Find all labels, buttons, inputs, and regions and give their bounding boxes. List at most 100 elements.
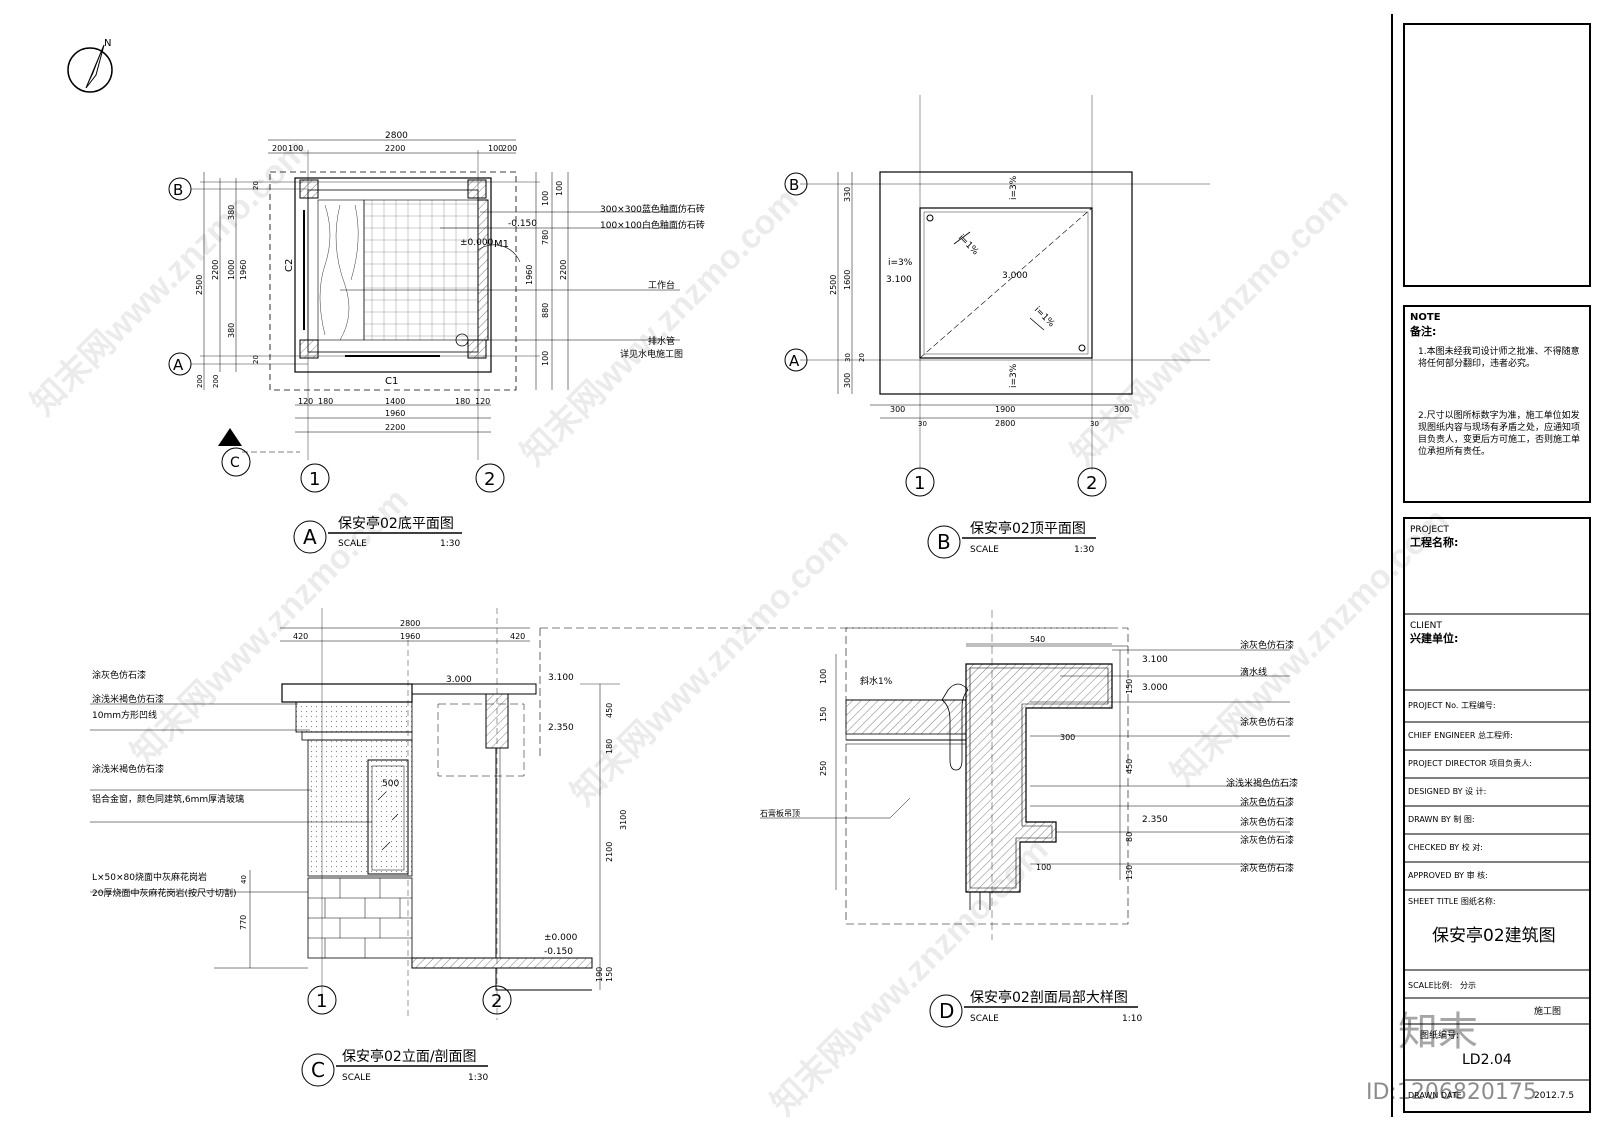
slope-label: i=1% [1032, 305, 1057, 330]
slope-label: i=1% [956, 233, 981, 258]
dim-label: 190 [595, 967, 604, 982]
dim-label: 200 [502, 144, 517, 153]
grid-label-1: 1 [309, 469, 320, 490]
dim-label: 420 [293, 632, 308, 641]
drawing-no-label: 图纸编号: [1420, 1031, 1460, 1041]
scale-label: SCALE [342, 1073, 371, 1083]
callout-label: 涂灰色仿石漆 [1240, 716, 1294, 728]
dim-label: 2500 [829, 275, 838, 295]
grid-label-b: B [789, 176, 799, 194]
grid-bubbles-c [307, 985, 512, 1015]
watermark-logo: 知末 [1398, 1009, 1478, 1055]
callout-label: 300×300蓝色釉面仿石砖 [600, 203, 705, 215]
project-label-cn: 工程名称: [1410, 536, 1459, 549]
note-heading-en: NOTE [1410, 312, 1441, 323]
callout-label: 100×100白色釉面仿石砖 [600, 219, 705, 231]
dim-label: 20 [252, 181, 260, 190]
dim-label: 450 [1125, 759, 1134, 774]
callout-label: 工作台 [648, 279, 675, 291]
view-title-a: A 保安亭02底平面图 SCALE 1:30 [293, 515, 462, 554]
dim-label: 120 [475, 397, 490, 406]
grid-bubbles-a [168, 177, 505, 493]
dim-label: 2200 [385, 423, 405, 432]
dim-label: 120 [298, 397, 313, 406]
row-project-no: PROJECT No. 工程编号: [1408, 701, 1496, 710]
dim-label: 770 [239, 915, 248, 930]
dim-label: 2500 [195, 275, 204, 295]
dim-label: 780 [541, 230, 550, 245]
row-checked-by: CHECKED BY 校 对: [1408, 843, 1483, 852]
door-tag: M1 [494, 239, 509, 250]
dim-label: 100 [819, 669, 828, 684]
phase-value: 施工图 [1534, 1007, 1562, 1017]
dim-label: 540 [1030, 635, 1045, 644]
dim-label: 300 [1060, 733, 1075, 742]
dim-label: 100 [288, 144, 303, 153]
plan-b-text: 330 2500 1600 300 30 20 300 1900 300 280… [829, 175, 1129, 428]
row-project-director: PROJECT DIRECTOR 项目负责人: [1408, 759, 1532, 768]
callout-label: L×50×80烧面中灰麻花岗岩 [92, 871, 207, 883]
dim-label: 100 [541, 351, 550, 366]
dim-label: 500 [382, 779, 399, 789]
dim-label: 1960 [239, 260, 248, 280]
sheet-title-label: SHEET TITLE 图纸名称: [1408, 897, 1496, 906]
client-label-cn: 兴建单位: [1410, 632, 1459, 645]
project-label-en: PROJECT [1410, 525, 1449, 535]
level-label: ±0.000 [460, 238, 494, 248]
scale-label: SCALE [970, 545, 999, 555]
plan-b [800, 95, 1210, 470]
scale-value: 1:10 [1122, 1014, 1142, 1024]
dim-label: 300 [1114, 405, 1129, 414]
scale-label: SCALE [970, 1014, 999, 1024]
dim-label: 2800 [400, 619, 420, 628]
grid-label-1: 1 [316, 991, 327, 1012]
callout-label: 详见水电施工图 [620, 348, 683, 360]
callout-label: 涂浅米褐色仿石漆 [92, 693, 164, 705]
dim-label: 1960 [525, 265, 534, 285]
callout-label: 排水管 [648, 335, 675, 347]
level-label: 2.350 [1142, 815, 1168, 825]
callout-label: 涂灰色仿石漆 [1240, 862, 1294, 874]
row-drawn-by: DRAWN BY 制 图: [1408, 815, 1475, 824]
dim-label: 2800 [385, 131, 408, 141]
scale-label: SCALE [338, 539, 367, 549]
window-tag: C1 [385, 376, 398, 387]
dim-label: 200 [196, 375, 204, 388]
dim-label: 40 [240, 875, 248, 884]
dim-label: 1900 [995, 405, 1015, 414]
view-letter: D [939, 999, 954, 1023]
dim-label: 2100 [605, 842, 614, 862]
level-label: -0.150 [544, 947, 573, 957]
detail-d [760, 610, 1290, 940]
view-title: 保安亭02顶平面图 [970, 520, 1086, 537]
elevation-c-text: 2800 420 1960 420 450 180 2100 3100 190 … [92, 619, 628, 982]
drawn-date-label: DRAWN DATE [1408, 1091, 1462, 1100]
dim-label: 180 [605, 739, 614, 754]
window-tag: C2 [284, 259, 295, 272]
dim-label: 100 [555, 181, 564, 196]
dim-label: 1000 [227, 260, 236, 280]
callout-label: 涂灰色仿石漆 [1240, 796, 1294, 808]
grid-label-2: 2 [1086, 473, 1097, 494]
grid-label-a: A [789, 352, 800, 370]
callout-label: 涂灰色仿石漆 [1240, 639, 1294, 651]
callout-label: 涂灰色仿石漆 [1240, 834, 1294, 846]
slope-label: i=3% [1009, 175, 1019, 200]
dim-label: 180 [318, 397, 333, 406]
slope-label: i=3% [1009, 363, 1019, 388]
dim-label: 380 [227, 205, 236, 220]
section-marker-c: C [230, 455, 240, 471]
scale-value: 1:30 [1074, 545, 1094, 555]
level-label: 3.000 [1142, 683, 1168, 693]
callout-label: 涂灰色仿石漆 [92, 669, 146, 681]
slope-label: i=3% [888, 258, 913, 268]
dim-label: 200 [212, 375, 220, 388]
callout-label: 涂浅米褐色仿石漆 [1226, 777, 1298, 789]
slope-label: 斜水1% [860, 675, 893, 687]
dim-label: 300 [890, 405, 905, 414]
dim-label: 180 [455, 397, 470, 406]
dim-label: 250 [819, 761, 828, 776]
dim-label: 2200 [211, 260, 220, 280]
client-label-en: CLIENT [1410, 621, 1442, 631]
